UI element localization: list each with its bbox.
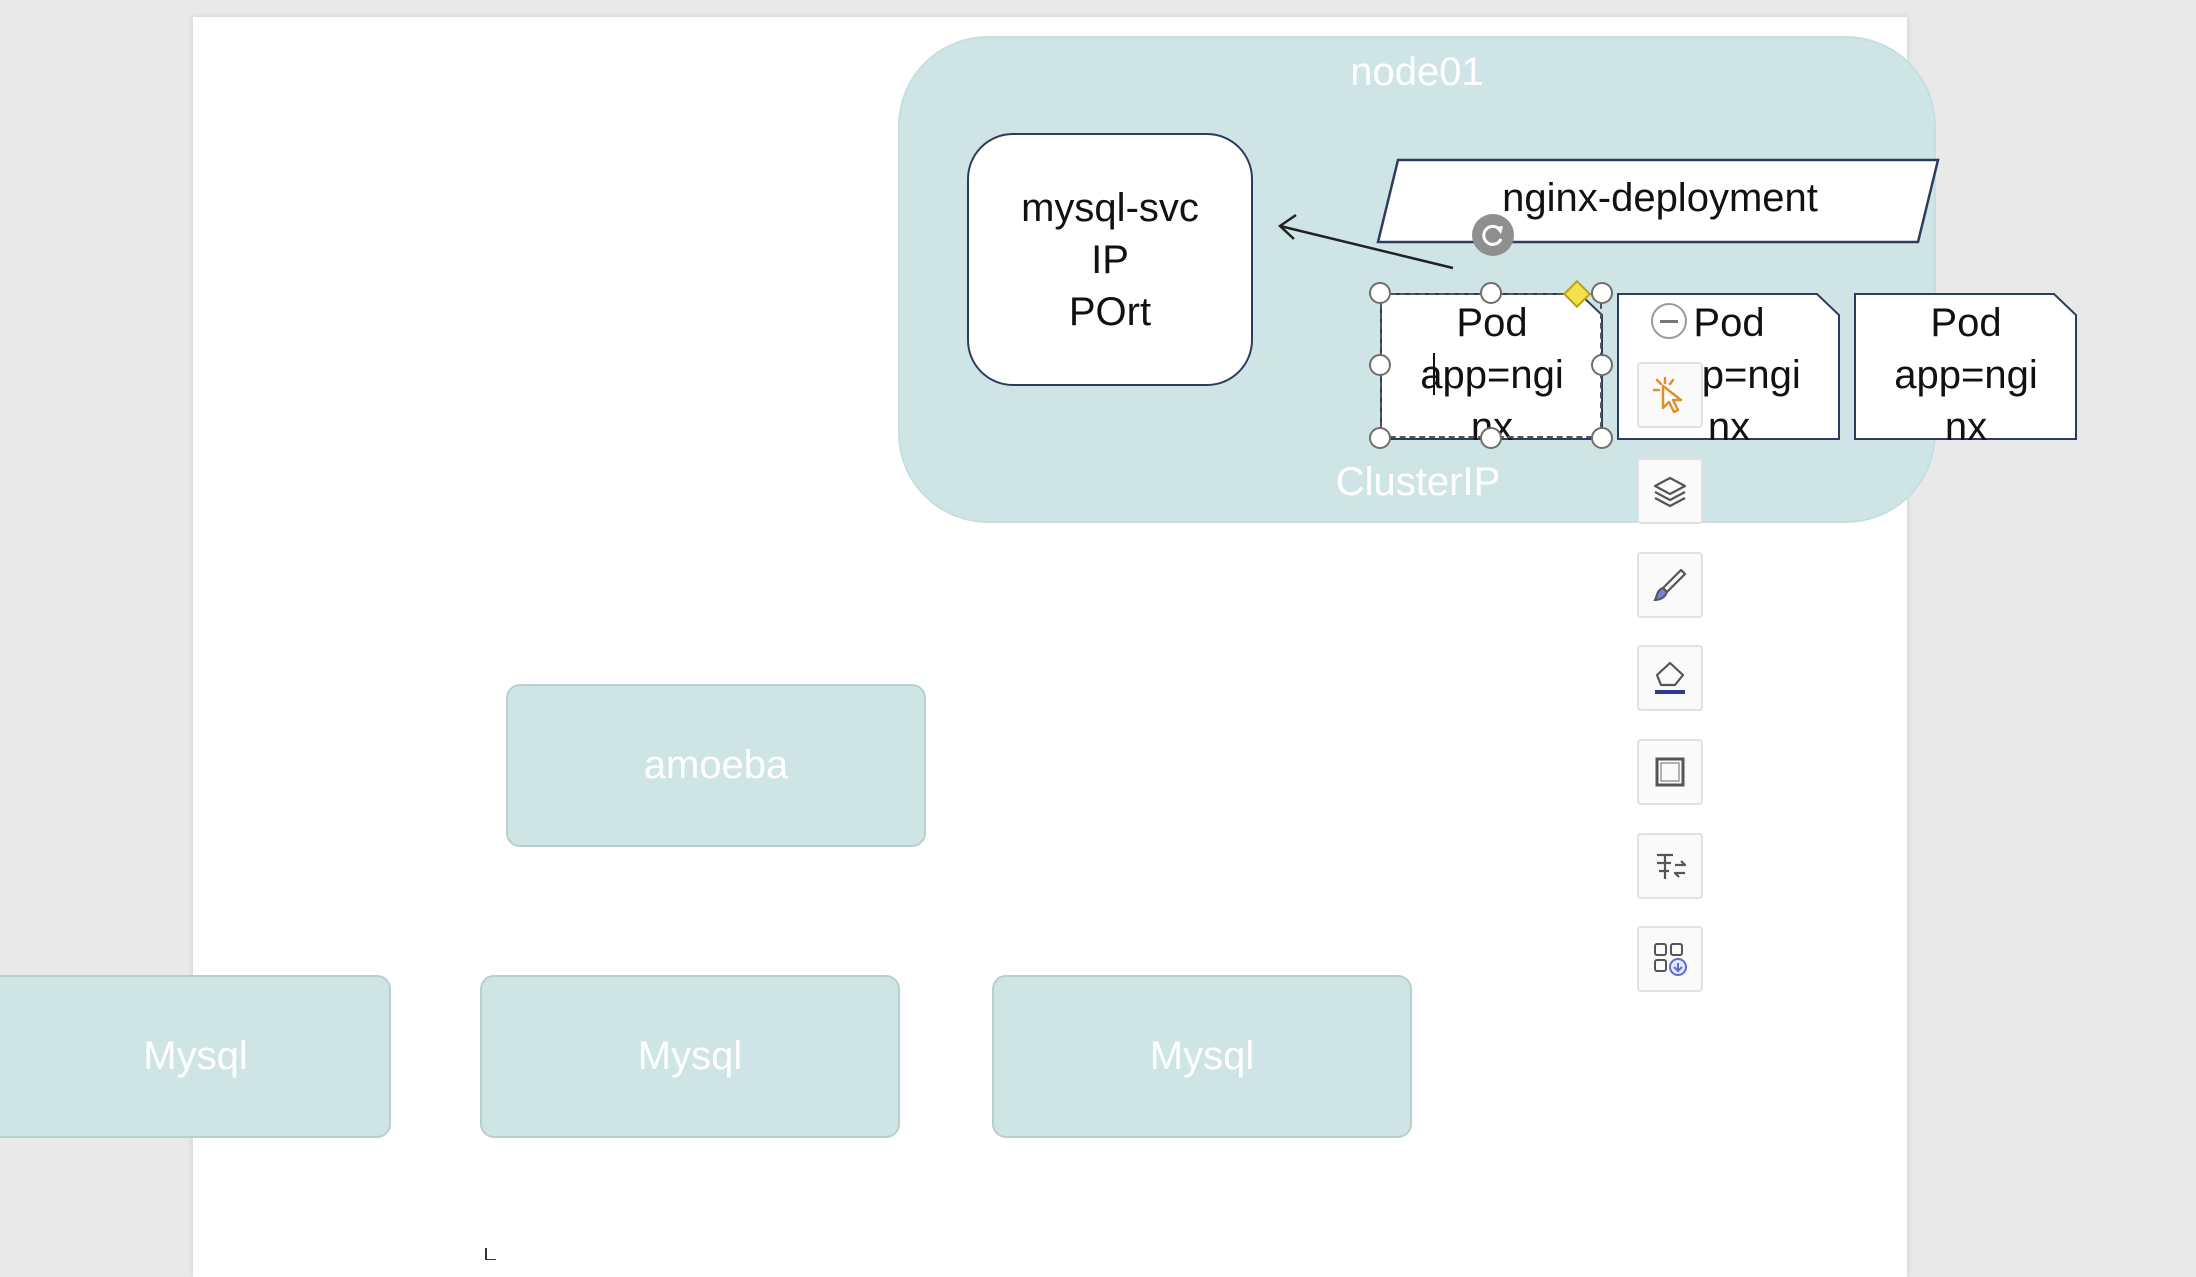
pod-label: app=ngi [1420,353,1564,397]
resize-handle-left[interactable] [1369,354,1391,376]
pod-label: app=ngi [1894,353,2038,397]
svc-ip: IP [1091,237,1129,282]
layers-icon[interactable] [1637,458,1703,524]
mysql-box[interactable]: Mysql [992,975,1412,1138]
mysql-label: Mysql [637,1034,743,1078]
pod-card[interactable]: Pod app=ngi nx [1854,293,2078,440]
pod-label-cont: nx [1707,405,1751,440]
amoeba-label: amoeba [643,743,789,787]
pod-title: Pod [1930,301,2002,345]
mysql-box[interactable]: Mysql [0,975,391,1138]
selection-frame [1380,293,1602,438]
svc-name: mysql-svc [1021,185,1199,230]
amoeba-box[interactable]: amoeba [506,684,926,847]
resize-handle-bottom[interactable] [1480,427,1502,449]
more-shapes-icon[interactable] [1637,926,1703,992]
pod-title: Pod [1456,301,1528,345]
mysql-box[interactable]: Mysql [480,975,900,1138]
deployment-shape[interactable] [1376,158,1940,248]
mysql-svc-box[interactable]: mysql-svc IP POrt [967,133,1253,386]
mysql-label: Mysql [143,1034,248,1078]
border-icon[interactable] [1637,739,1703,805]
text-format-icon[interactable] [1637,833,1703,899]
mouse-pointer-icon [485,1248,496,1260]
pod-label-cont: nx [1944,405,1988,440]
connector-arrow[interactable] [1270,210,1470,280]
deployment-label: nginx-deployment [1502,176,1818,220]
cluster-ip-label: ClusterIP [1335,460,1501,504]
rotate-icon[interactable] [1472,214,1514,256]
resize-handle-top[interactable] [1480,282,1502,304]
resize-handle-bottom-left[interactable] [1369,427,1391,449]
resize-handle-right[interactable] [1591,354,1613,376]
brush-icon[interactable] [1637,552,1703,618]
svc-port: POrt [1068,289,1152,334]
select-icon[interactable] [1637,362,1703,428]
fill-icon[interactable] [1637,645,1703,711]
text-cursor [1433,353,1435,395]
pod-card-outline [1854,293,2077,440]
node-title: node01 [1350,50,1484,94]
resize-handle-top-right[interactable] [1591,282,1613,304]
collapse-icon[interactable] [1651,303,1687,339]
mysql-label: Mysql [1149,1034,1255,1078]
resize-handle-top-left[interactable] [1369,282,1391,304]
pod-title: Pod [1693,301,1765,345]
resize-handle-bottom-right[interactable] [1591,427,1613,449]
